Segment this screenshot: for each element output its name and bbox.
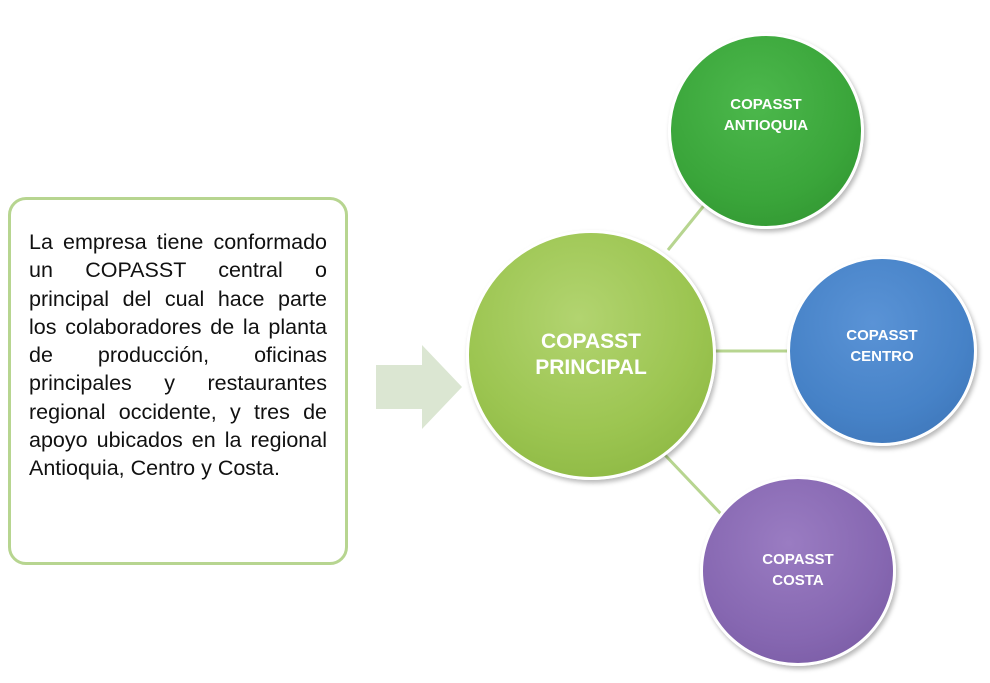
connector-antioquia [666,202,708,251]
node-label-centro: COPASST CENTRO [846,327,918,365]
node-copasst-principal: COPASST PRINCIPAL [466,230,716,480]
description-box: La empresa tiene conformado un COPASST c… [8,197,348,565]
node-copasst-costa: COPASST COSTA [700,476,896,666]
description-text: La empresa tiene conformado un COPASST c… [29,230,327,481]
node-label-antioquia: COPASST ANTIOQUIA [723,96,809,134]
node-copasst-antioquia: COPASST ANTIOQUIA [668,33,864,229]
node-copasst-centro: COPASST CENTRO [787,256,977,446]
right-arrow-icon [376,345,462,429]
connector-costa [663,453,724,517]
node-label-principal: COPASST PRINCIPAL [535,330,647,379]
node-label-costa: COPASST COSTA [762,551,834,589]
